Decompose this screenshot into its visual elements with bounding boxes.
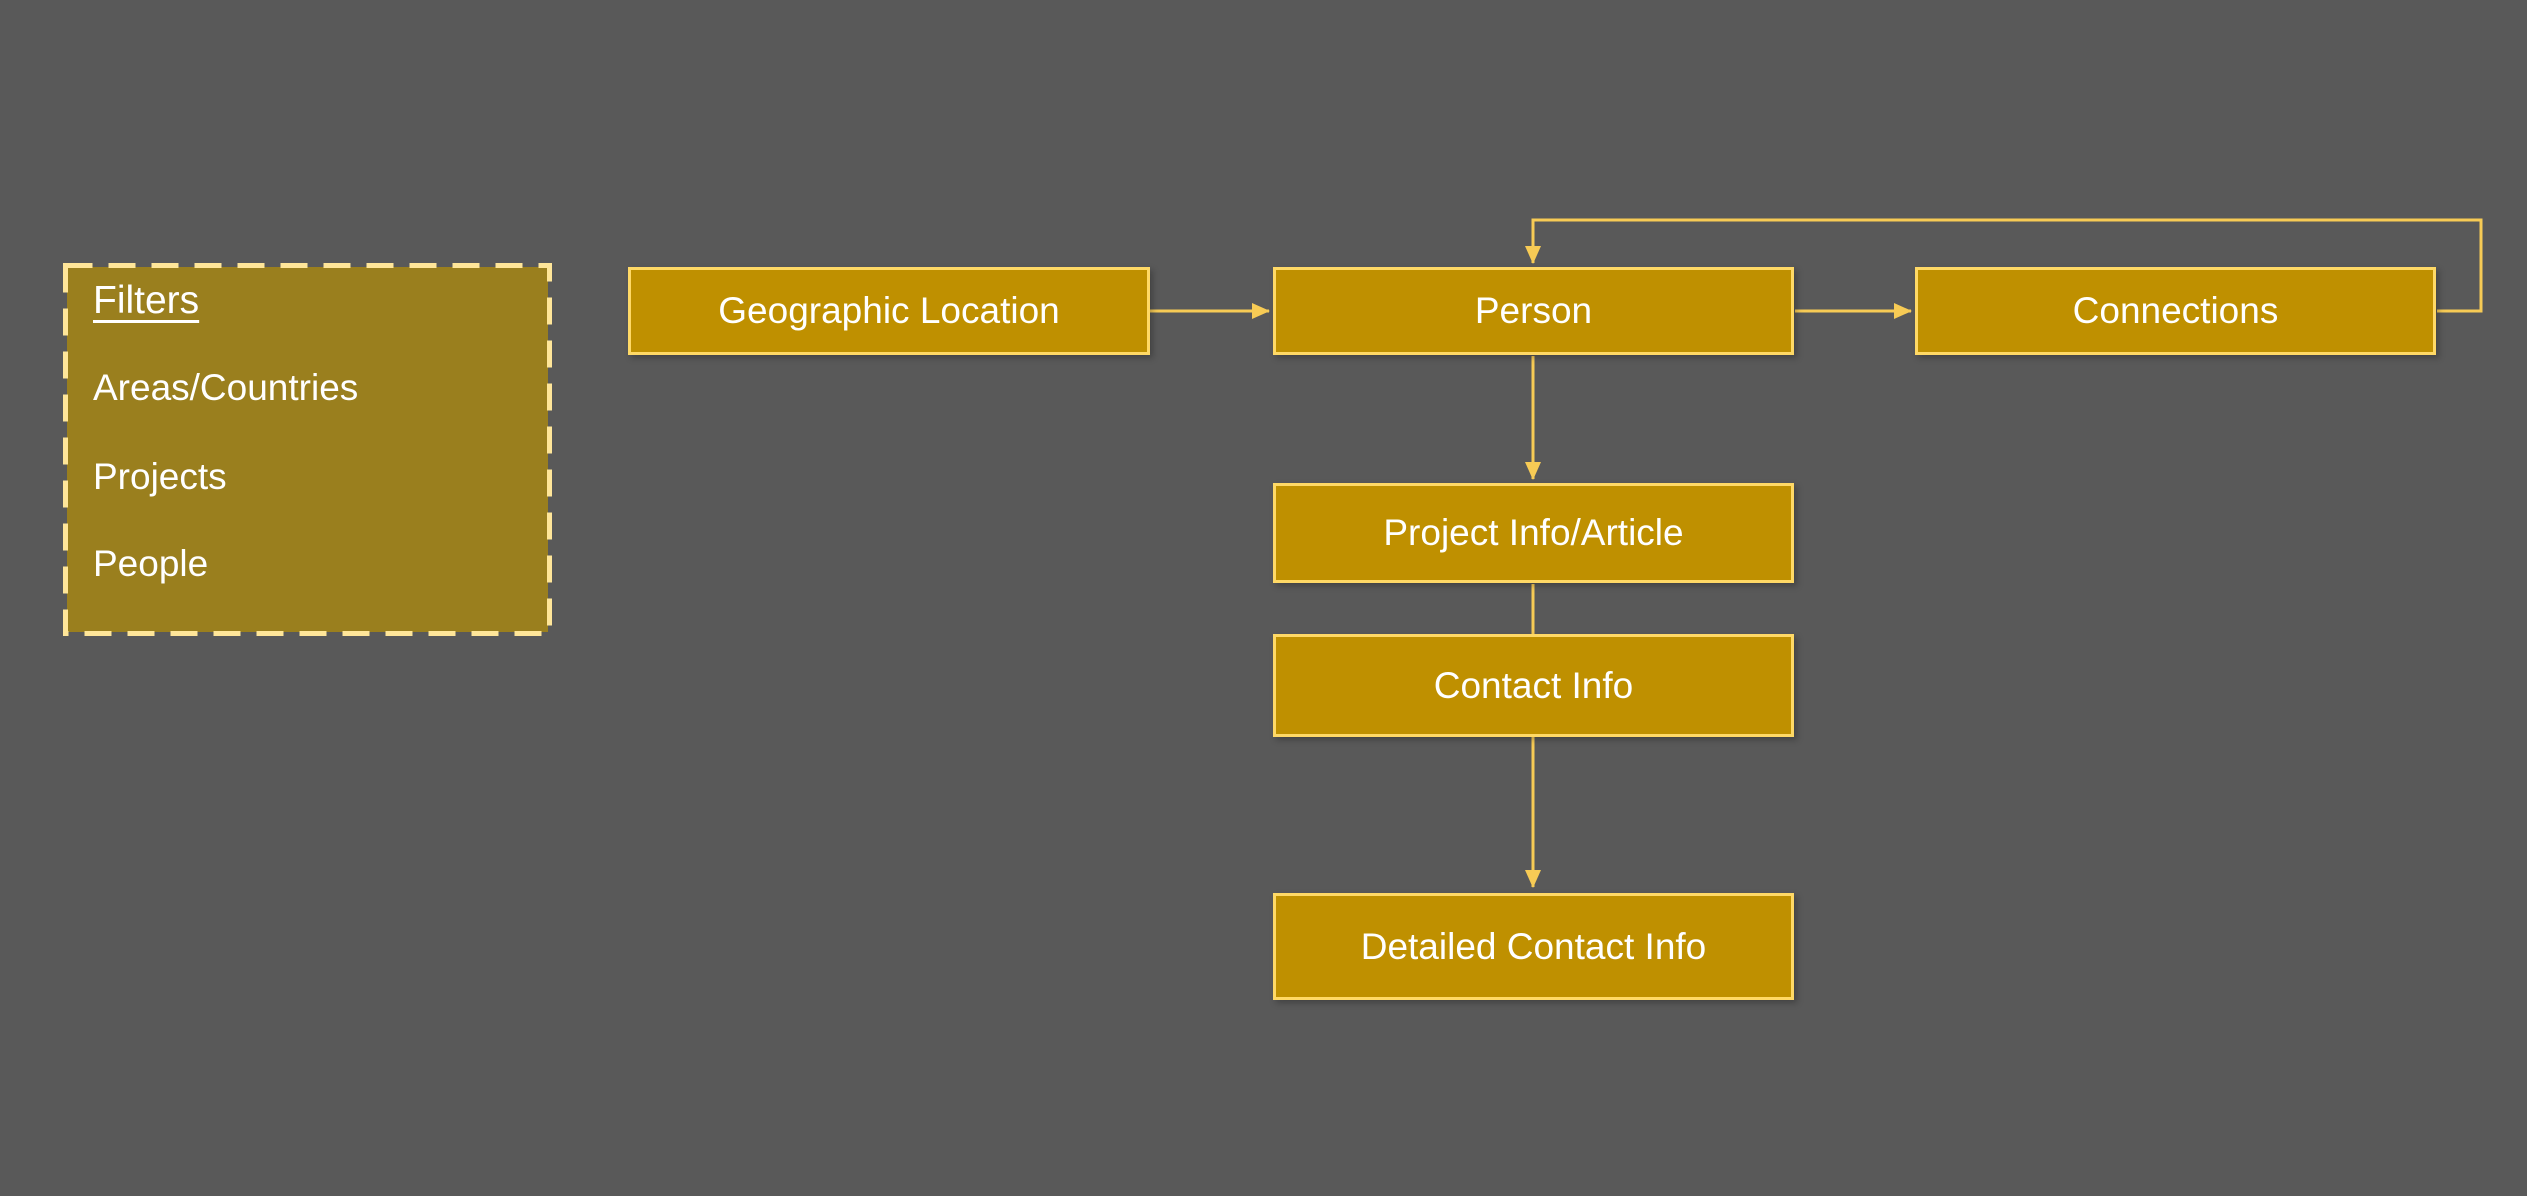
filter-item-areas-countries: Areas/Countries [93,367,359,408]
filter-item-projects: Projects [93,456,227,497]
filters-heading: Filters [93,279,200,322]
node-detailed-contact-info: Detailed Contact Info [1273,893,1794,1000]
node-label: Detailed Contact Info [1360,925,1707,967]
node-label: Connections [2072,290,2279,331]
node-connections: Connections [1915,267,2436,355]
node-label: Geographic Location [718,290,1060,331]
node-person: Person [1273,267,1794,355]
node-project-info-article: Project Info/Article [1273,483,1794,583]
filters-panel-dashed-border [63,263,552,636]
node-contact-info: Contact Info [1273,634,1794,737]
filters-panel: Filters Areas/Countries Projects People [63,263,552,636]
filter-item-people: People [93,543,209,584]
node-label: Contact Info [1433,664,1634,706]
node-label: Project Info/Article [1383,512,1684,553]
node-geographic-location: Geographic Location [628,267,1150,355]
node-label: Person [1474,290,1593,331]
